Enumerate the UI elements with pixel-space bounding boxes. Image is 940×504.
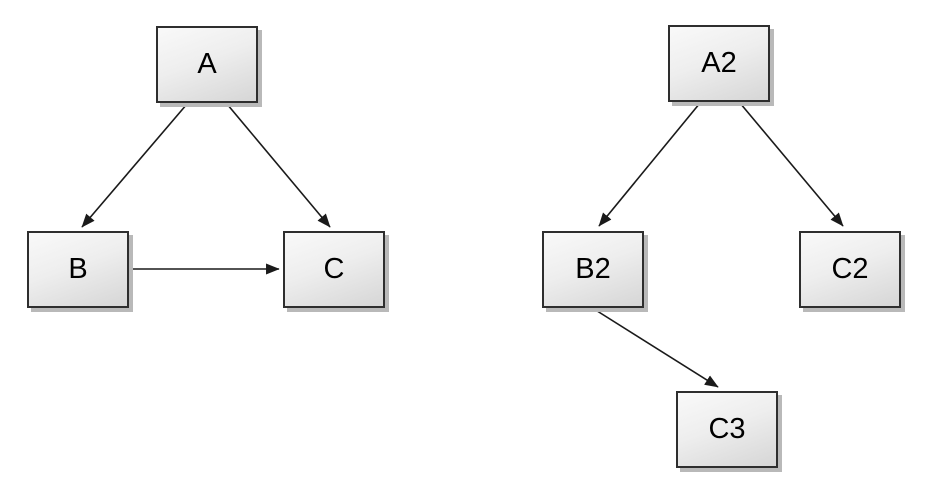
node-c-label: C: [323, 253, 345, 285]
node-c3[interactable]: C3: [676, 391, 778, 468]
node-a2-label: A2: [701, 47, 737, 79]
edge-a-b: [81, 103, 188, 228]
node-a2[interactable]: A2: [668, 25, 770, 102]
node-b-label: B: [68, 253, 88, 285]
node-a-label: A: [197, 48, 217, 80]
node-b2-label: B2: [575, 253, 611, 285]
node-c2[interactable]: C2: [799, 231, 901, 308]
edge-a-c: [226, 103, 331, 228]
node-c3-label: C3: [708, 413, 746, 445]
node-c2-label: C2: [831, 253, 869, 285]
edge-b2-c3: [593, 308, 719, 388]
edge-a2-c2: [739, 102, 844, 227]
node-b2[interactable]: B2: [542, 231, 644, 308]
node-c[interactable]: C: [283, 231, 385, 308]
node-b[interactable]: B: [27, 231, 129, 308]
edge-a2-b2: [598, 102, 701, 227]
node-a[interactable]: A: [156, 26, 258, 103]
